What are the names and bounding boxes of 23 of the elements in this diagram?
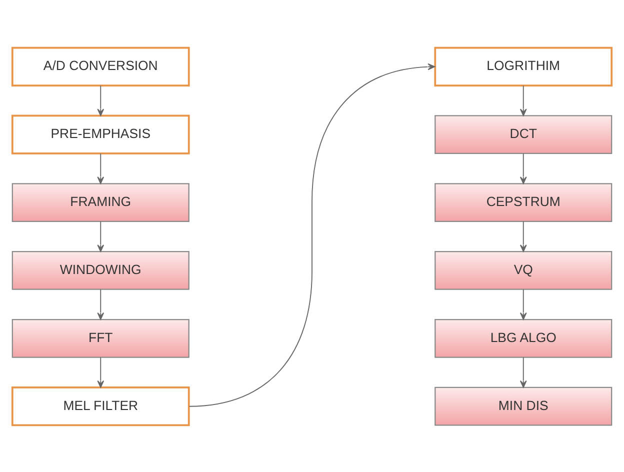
node-box: WINDOWING [12,250,190,290]
arrow [97,84,104,116]
node-box: A/D CONVERSION [11,46,190,86]
arrow [97,152,104,184]
arrow [97,288,104,320]
arrow [97,356,104,388]
node-box: PRE-EMPHASIS [11,114,190,154]
arrow [188,62,436,406]
node-box: MIN DIS [434,386,612,426]
node-box: CEPSTRUM [434,182,612,222]
node-box: LBG ALGO [434,318,612,358]
arrow [520,356,527,388]
node-box: FRAMING [12,182,190,222]
node-box: FFT [12,318,190,358]
arrow [520,288,527,320]
arrow [520,152,527,184]
node-box: VQ [434,250,612,290]
node-box: MEL FILTER [11,386,190,426]
node-box: LOGRITHIM [434,46,613,86]
node-box: DCT [434,114,612,154]
arrow [97,220,104,252]
arrow [520,84,527,116]
arrow [520,220,527,252]
